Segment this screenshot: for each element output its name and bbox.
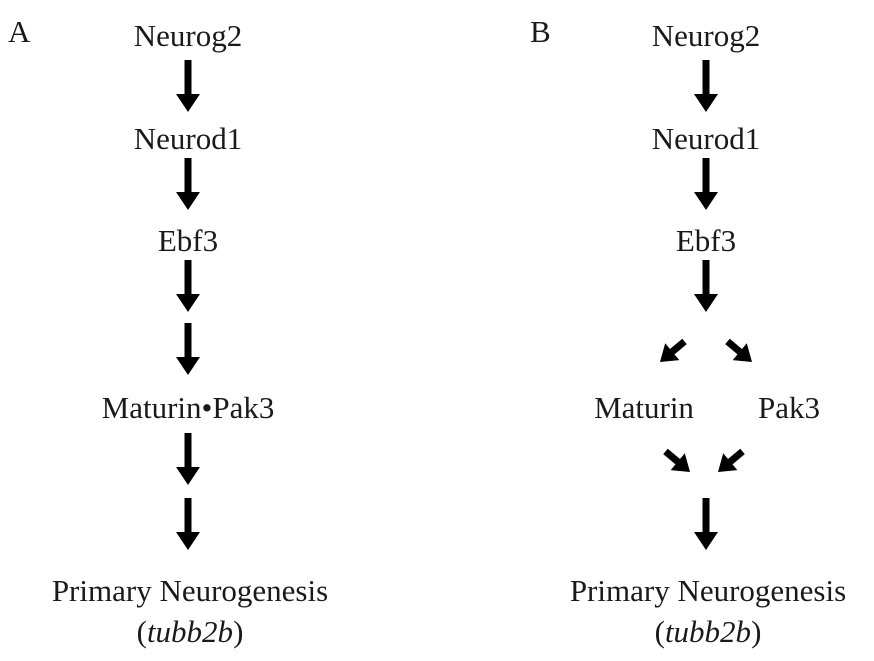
panel-b-letter: B — [530, 14, 551, 49]
panel-b-gene-name: tubb2b — [664, 614, 752, 649]
panel-b-node-outcome: Primary Neurogenesis — [569, 573, 847, 608]
panel-a-node-neurog2: Neurog2 — [133, 18, 243, 53]
panel-a-arrow-ebf3-step1 — [176, 260, 200, 312]
panel-b-arrow-to-maturin — [652, 333, 692, 371]
panel-a-node-ebf3: Ebf3 — [157, 223, 219, 258]
panel-a-arrow-maturin-pak3-step1 — [176, 433, 200, 485]
panel-b-arrow-neurog2-neurod1 — [694, 60, 718, 112]
panel-b-node-neurog2: Neurog2 — [651, 18, 761, 53]
panel-b-node-neurod1: Neurod1 — [651, 121, 761, 156]
panel-a-node-neurod1: Neurod1 — [133, 121, 243, 156]
panel-b-node-maturin: Maturin — [594, 390, 694, 425]
panel-b-arrow-from-maturin — [658, 443, 698, 481]
panel-a-gene-name: tubb2b — [146, 614, 234, 649]
panel-a-arrow-neurog2-neurod1 — [176, 60, 200, 112]
panel-a-arrow-neurod1-ebf3 — [176, 158, 200, 210]
panel-b-arrow-neurod1-ebf3 — [694, 158, 718, 210]
panel-b-arrow-to-pak3 — [720, 333, 760, 371]
panel-b-arrow-to-outcome — [694, 498, 718, 550]
panel-a-node-outcome-gene: (tubb2b) — [136, 614, 244, 649]
panel-b-node-ebf3: Ebf3 — [675, 223, 737, 258]
panel-a-arrow-ebf3-step2 — [176, 323, 200, 375]
panel-b-arrow-ebf3-down — [694, 260, 718, 312]
panel-b-arrow-from-pak3 — [710, 443, 750, 481]
panel-a-node-outcome: Primary Neurogenesis — [51, 573, 329, 608]
panel-b-node-outcome-gene: (tubb2b) — [654, 614, 762, 649]
panel-a-node-maturin-pak3: Maturin•Pak3 — [101, 390, 275, 425]
panel-b-node-pak3: Pak3 — [758, 390, 820, 425]
panel-a-letter: A — [8, 14, 31, 49]
panel-a-arrow-maturin-pak3-step2 — [176, 498, 200, 550]
